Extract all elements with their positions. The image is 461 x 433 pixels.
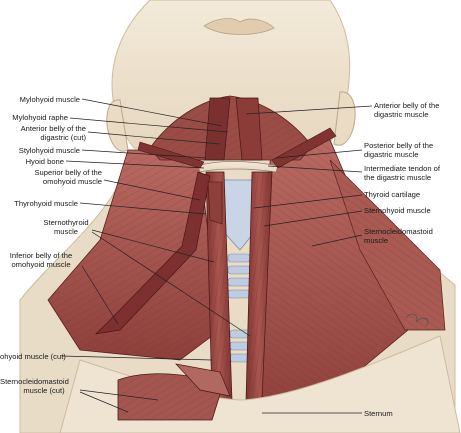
anterior-belly-digastric-left	[204, 97, 231, 161]
label-thyrohyoid-muscle: Thyrohyoid muscle	[14, 199, 78, 208]
label-inferior-belly-omohyoid-line2: omohyoid muscle	[11, 260, 71, 269]
label-sternothyroid-line1: Sternothyroid	[43, 218, 89, 227]
label-superior-belly-omohyoid-line1: Superior belly of the	[34, 168, 102, 177]
label-posterior-belly-digastric-line2: digastric muscle	[364, 150, 419, 159]
label-sternohyoid-muscle: Sternohyoid muscle	[364, 206, 431, 215]
label-hyoid-bone: Hyoid bone	[25, 157, 64, 166]
lips	[203, 18, 275, 35]
label-anterior-belly-digastric-cut-line2: digastric (cut)	[40, 133, 86, 142]
label-sternocleidomastoid-line1: Sternocleidomastoid	[364, 227, 433, 236]
label-posterior-belly-digastric-line1: Posterior belly of the	[364, 141, 434, 150]
label-anterior-belly-digastric-line2: digastric muscle	[374, 110, 429, 119]
label-mylohyoid-muscle: Mylohyoid muscle	[19, 95, 80, 104]
label-mylohyoid-raphe: Mylohyoid raphe	[12, 113, 68, 122]
thyrohyoid	[207, 181, 223, 225]
right-ear	[333, 91, 356, 146]
label-inferior-belly-omohyoid-line1: Inferior belly of the	[9, 251, 73, 260]
label-intermediate-tendon-line1: Intermediate tendon of	[364, 164, 440, 173]
label-sternum: Sternum	[364, 409, 393, 418]
label-sternocleidomastoid-cut-line1: Sternocleidomastoid	[0, 377, 69, 386]
label-sternocleidomastoid-line2: muscle	[364, 236, 389, 245]
omohyoid-left	[94, 171, 211, 335]
hyoid-bone	[197, 161, 279, 173]
label-anterior-belly-digastric-line1: Anterior belly of the	[374, 101, 440, 110]
label-sternothyroid-line2: muscle	[53, 227, 79, 236]
label-sternocleidomastoid-cut-line2: muscle (cut)	[23, 386, 65, 395]
label-sternohyoid-cut: ohyoid muscle (cut)	[0, 352, 66, 361]
label-superior-belly-omohyoid-line2: omohyoid muscle	[42, 177, 102, 186]
label-thyroid-cartilage: Thyroid cartilage	[364, 190, 421, 199]
posterior-belly-digastric	[271, 127, 337, 169]
label-intermediate-tendon-line2: the digastric muscle	[364, 173, 432, 182]
label-stylohyoid-muscle: Stylohyoid muscle	[18, 146, 80, 155]
cut-muscle-upper-left	[175, 363, 231, 397]
left-ear	[106, 99, 129, 152]
leader-lines	[61, 98, 373, 414]
artist-signature	[405, 313, 429, 327]
label-anterior-belly-digastric-cut-line1: Anterior belly of the	[20, 124, 86, 133]
